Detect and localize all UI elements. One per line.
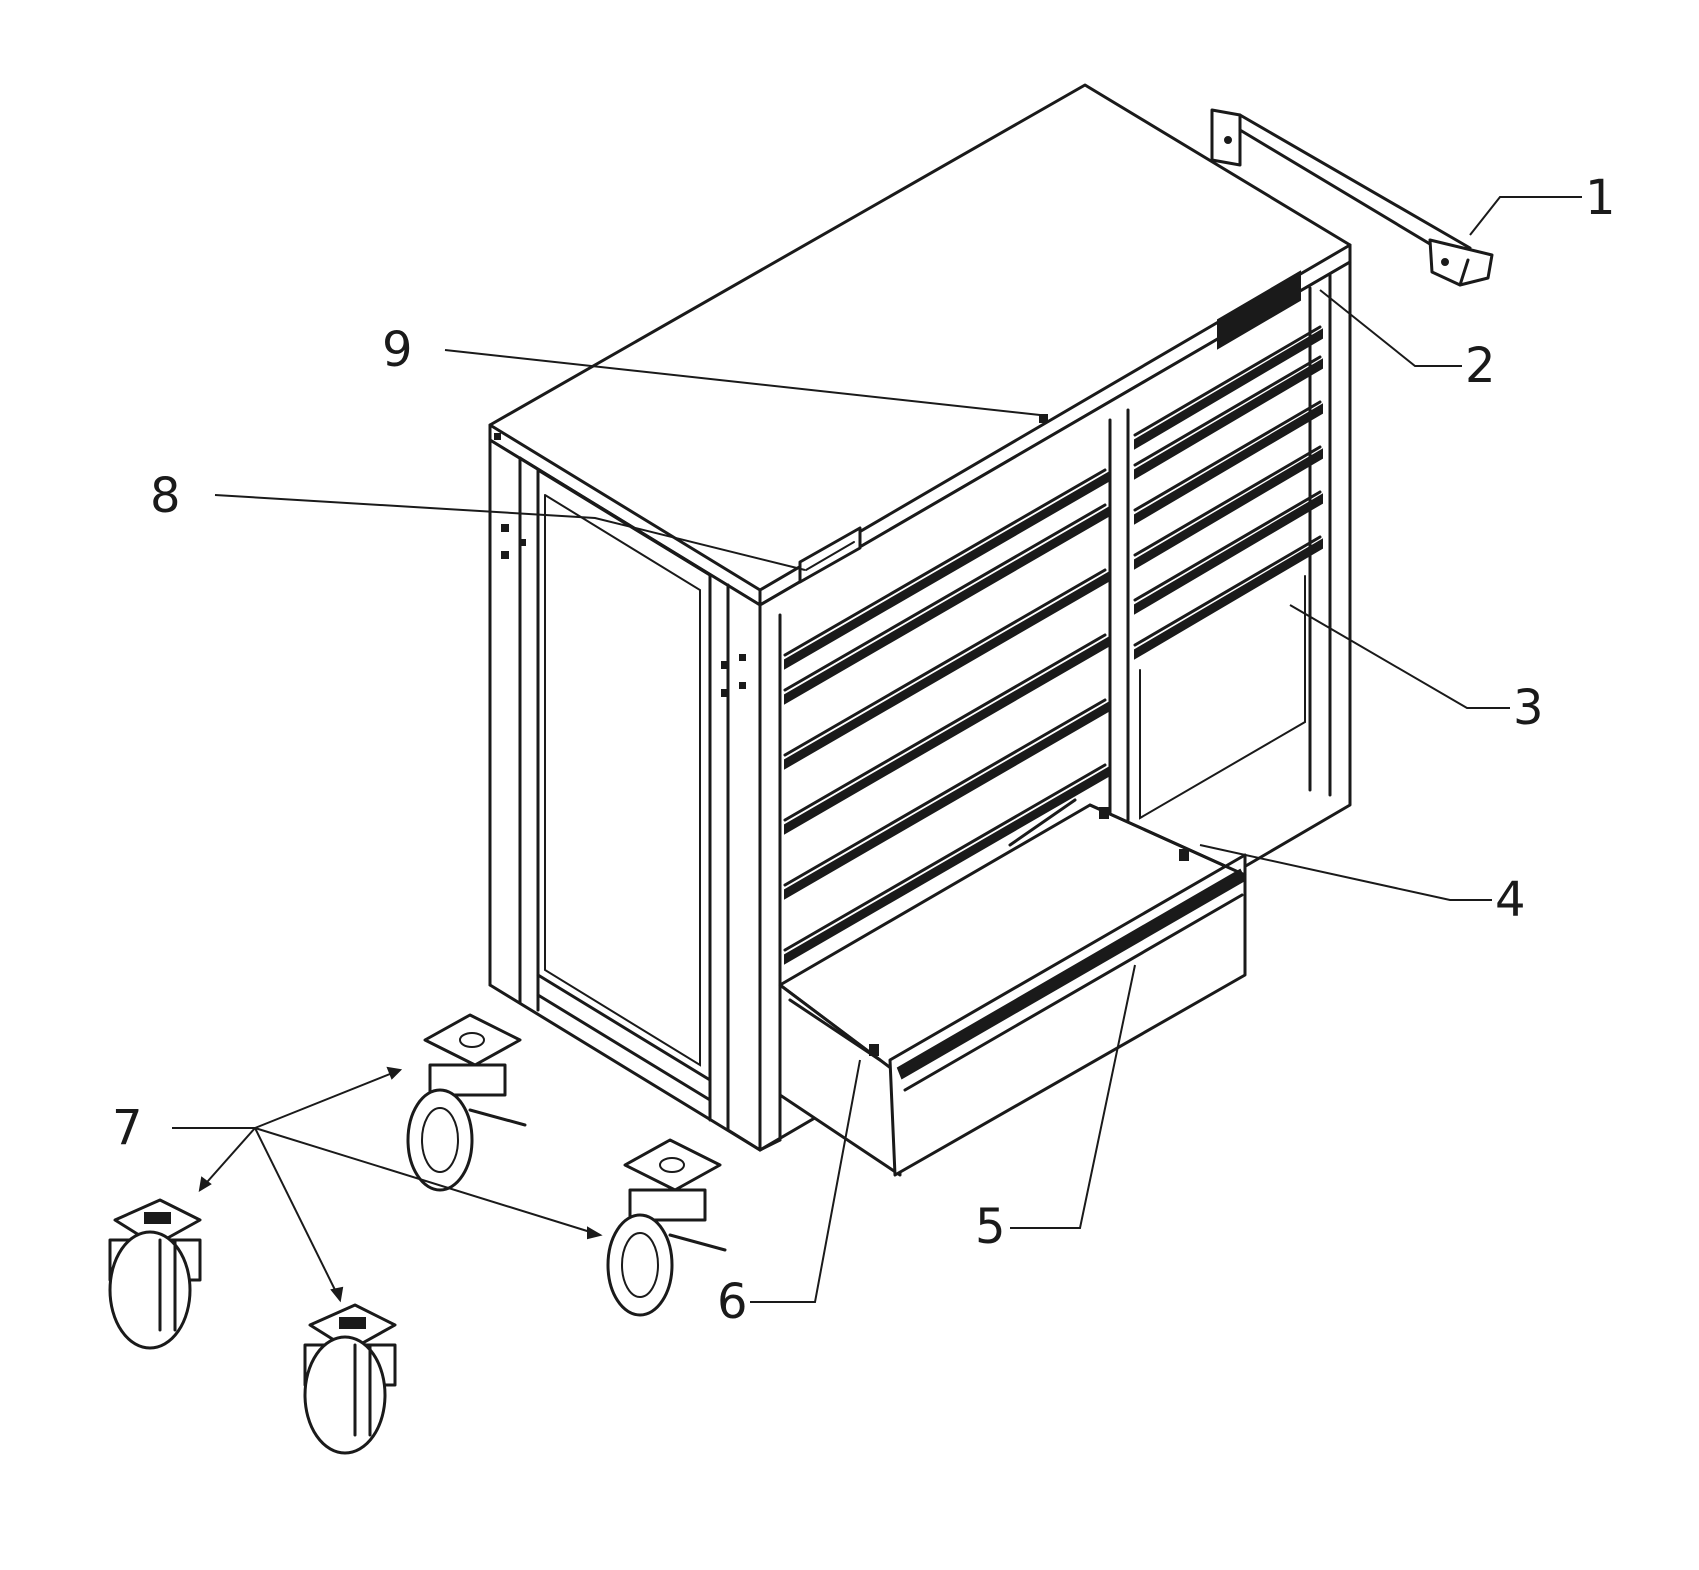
vent-grille — [1217, 270, 1301, 350]
leader-3 — [1289, 604, 1510, 709]
open-drawer — [778, 798, 1247, 1177]
leader-4 — [1199, 844, 1492, 901]
caster-front-right — [606, 1138, 727, 1317]
callout-9: 9 — [382, 322, 413, 378]
drawer-front-panel — [888, 853, 1247, 1177]
callout-6: 6 — [717, 1274, 748, 1330]
right-drawer-bank — [1133, 325, 1323, 820]
callout-7: 7 — [112, 1100, 143, 1156]
drawer-pull-handle — [896, 868, 1247, 1080]
caster-rear-left — [108, 1198, 202, 1350]
leader-8 — [214, 494, 806, 571]
callout-3: 3 — [1513, 680, 1544, 736]
callout-1: 1 — [1585, 170, 1616, 226]
leader-2 — [1319, 289, 1462, 367]
lock — [798, 526, 862, 584]
caster-rear-right — [303, 1303, 397, 1455]
leader-7 — [172, 1066, 603, 1303]
side-handle — [1210, 108, 1494, 287]
leader-5 — [1010, 964, 1136, 1229]
callout-labels: 1 2 3 4 5 6 7 8 9 — [112, 170, 1616, 1330]
leader-lines — [172, 196, 1582, 1303]
callout-2: 2 — [1465, 338, 1496, 394]
caster-front-left — [406, 1013, 527, 1192]
leader-1 — [1469, 196, 1582, 236]
callout-4: 4 — [1495, 872, 1526, 928]
callout-8: 8 — [150, 468, 181, 524]
leader-6 — [750, 1059, 861, 1303]
left-drawer-bank — [783, 468, 1111, 965]
leader-9 — [444, 349, 1041, 416]
callout-5: 5 — [975, 1199, 1006, 1255]
